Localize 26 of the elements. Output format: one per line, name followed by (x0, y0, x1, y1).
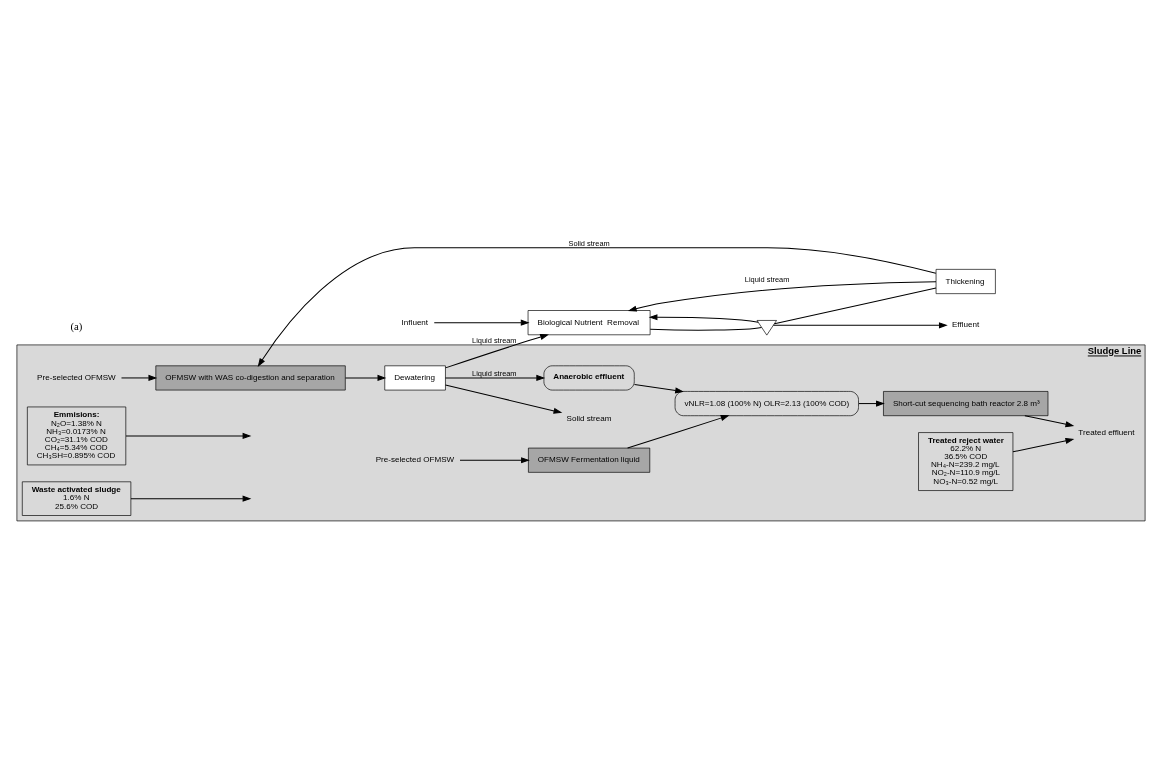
connector (774, 286, 937, 324)
arrow (445, 333, 549, 368)
arrow (257, 246, 937, 367)
edge-label: Liquid stream (472, 335, 517, 345)
node-triangle (756, 319, 777, 335)
arrow (1012, 437, 1075, 452)
arrow (120, 374, 158, 381)
arrow (433, 319, 530, 326)
arrow (772, 321, 948, 328)
arrow (459, 456, 530, 463)
arrow (1024, 414, 1075, 427)
arrow (634, 383, 684, 393)
arrow (444, 374, 546, 381)
arrow (444, 384, 563, 414)
edge-label: Solid stream (568, 238, 610, 248)
arrow (648, 313, 759, 323)
connector (649, 326, 762, 331)
arrow (627, 414, 730, 449)
arrow (130, 495, 252, 502)
arrow (627, 280, 937, 312)
edge-label: Liquid stream (744, 274, 790, 284)
label: (a) (70, 319, 83, 332)
arrow (125, 432, 252, 439)
arrow (858, 400, 885, 407)
edge-label: Liquid stream (472, 368, 517, 378)
arrow (344, 374, 387, 381)
